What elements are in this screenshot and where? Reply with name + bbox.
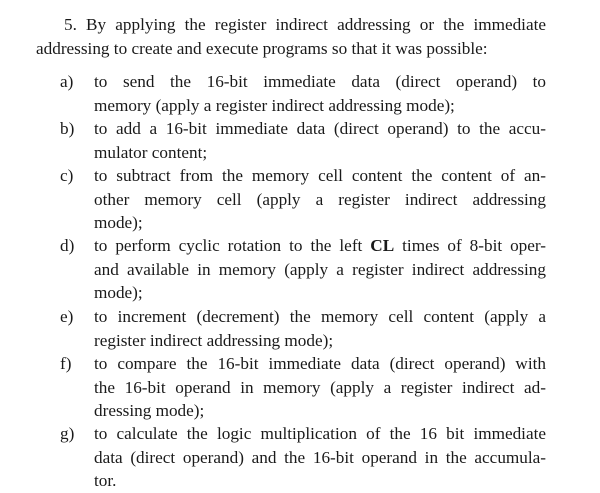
list-item-line: to increment (decrement) the memory cell… xyxy=(94,307,546,326)
list-item-text-pre: to perform cyclic rotation to the left xyxy=(94,236,371,255)
list-item-text-post: times of 8-bit oper- xyxy=(394,236,547,255)
list-item-line: tor. xyxy=(94,471,117,490)
list-item-line: other memory cell (apply a register indi… xyxy=(94,189,546,209)
list-item-text: to increment (decrement) the memory cell… xyxy=(94,305,546,352)
list-item-line: the 16-bit operand in memory (apply a re… xyxy=(94,377,546,397)
list-item-line: memory (apply a register indirect addres… xyxy=(94,95,455,115)
task-intro: 5. By applying the register indirect add… xyxy=(36,13,546,60)
intro-line: addressing to create and execute program… xyxy=(36,38,488,58)
list-item-line: mode); xyxy=(94,213,143,232)
list-item-line: to perform cyclic rotation to the left C… xyxy=(94,234,546,258)
list-item-text: to send the 16-bit immediate data (direc… xyxy=(94,70,546,117)
intro-line: 5. By applying the register indirect add… xyxy=(64,15,546,34)
list-item-line: to add a 16-bit immediate data (direct o… xyxy=(94,119,546,138)
list-item-text: to calculate the logic multiplication of… xyxy=(94,422,546,493)
list-item-line: to send the 16-bit immediate data (direc… xyxy=(94,72,546,91)
list-item-line: dressing mode); xyxy=(94,401,205,420)
list-marker: b) xyxy=(60,119,75,138)
list-item-line: data (direct operand) and the 16-bit ope… xyxy=(94,447,546,467)
list-item-line: and available in memory (apply a registe… xyxy=(94,259,546,279)
list-item-line: register indirect addressing mode); xyxy=(94,330,334,350)
list-item-text: to subtract from the memory cell content… xyxy=(94,164,546,235)
register-cl: CL xyxy=(370,236,395,255)
list-marker: c) xyxy=(60,166,74,185)
list-item-line: to compare the 16-bit immediate data (di… xyxy=(94,354,546,373)
list-item-line: mode); xyxy=(94,283,143,302)
list-item-text: to add a 16-bit immediate data (direct o… xyxy=(94,117,546,164)
list-marker: a) xyxy=(60,72,74,91)
list-marker: d) xyxy=(60,236,75,255)
list-marker: e) xyxy=(60,307,74,326)
list-marker: f) xyxy=(60,354,72,373)
list-item-text: to perform cyclic rotation to the left C… xyxy=(94,234,546,305)
list-item-line: to subtract from the memory cell content… xyxy=(94,166,546,185)
list-item-text: to compare the 16-bit immediate data (di… xyxy=(94,352,546,423)
list-marker: g) xyxy=(60,424,75,443)
list-item-line: mulator content; xyxy=(94,142,208,162)
list-item-line: to calculate the logic multiplication of… xyxy=(94,424,546,443)
